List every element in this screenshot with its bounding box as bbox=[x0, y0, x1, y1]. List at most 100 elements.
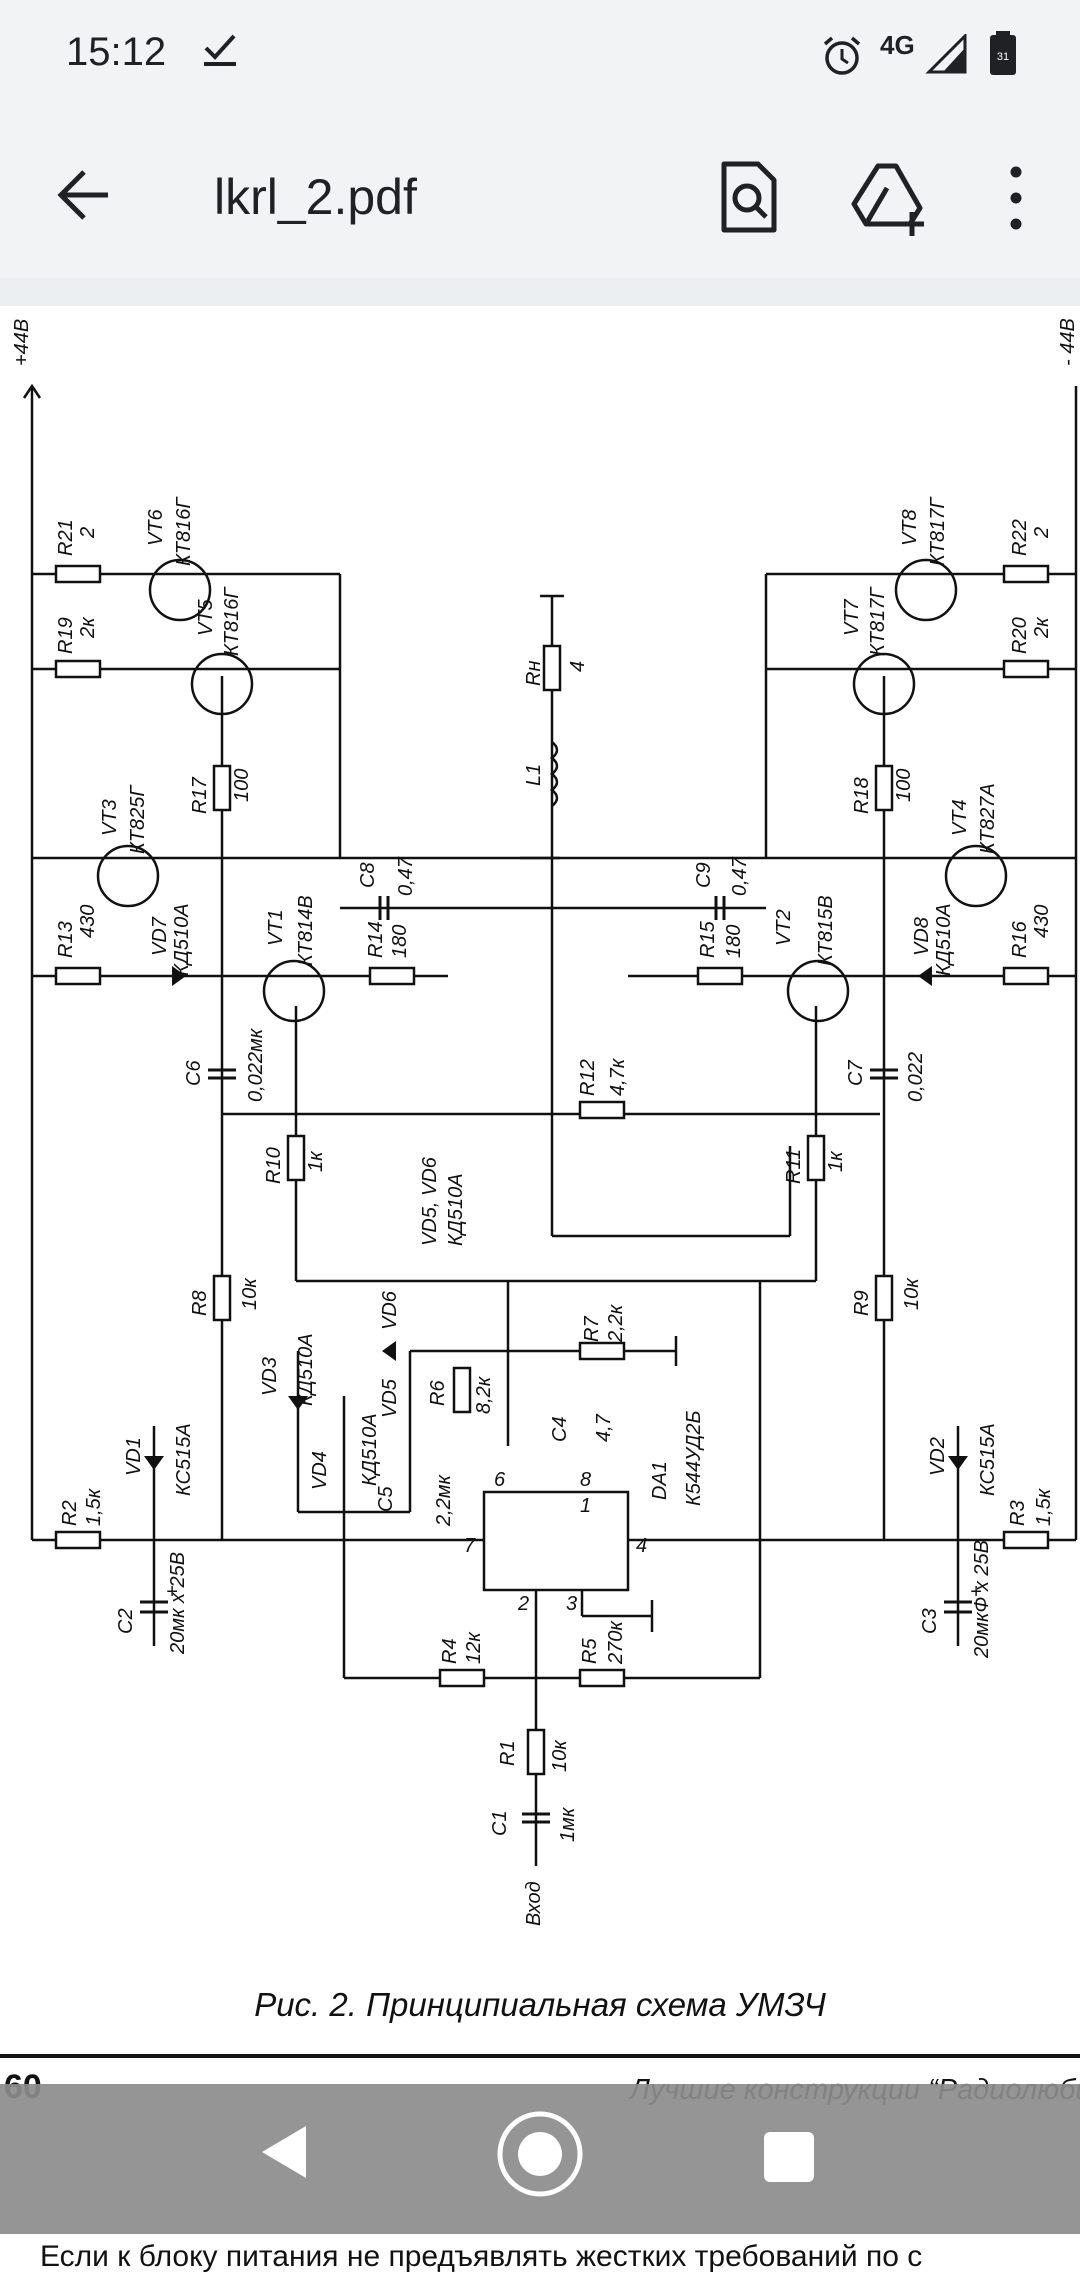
network-type: 4G bbox=[880, 30, 915, 60]
label-vd8-type: КД510А bbox=[933, 903, 955, 976]
label-r4-value: 12к bbox=[463, 1631, 485, 1664]
label-r5-value: 270к bbox=[605, 1620, 627, 1665]
label-r17-value: 100 bbox=[231, 769, 253, 802]
label-vt5: VT5 bbox=[195, 598, 217, 636]
label-c6: C6 bbox=[183, 1060, 205, 1086]
label-vt2-type: КТ815В bbox=[815, 895, 837, 966]
more-options-icon[interactable] bbox=[996, 160, 1036, 236]
status-bar: 15:12 4G 31 bbox=[0, 0, 1080, 110]
label-vd2: VD2 bbox=[927, 1437, 949, 1476]
label-vd7: VD7 bbox=[149, 916, 171, 956]
label-r15: R15 bbox=[697, 920, 719, 958]
label-r20-value: 2к bbox=[1031, 616, 1053, 639]
label-r15-value: 180 bbox=[723, 925, 745, 958]
label-input: Вход bbox=[523, 1881, 545, 1926]
label-r2: R2 bbox=[59, 1500, 81, 1526]
label-vd8: VD8 bbox=[911, 917, 933, 956]
label-r19-value: 2к bbox=[77, 616, 99, 639]
label-r8: R8 bbox=[189, 1290, 211, 1316]
label-vd2-type: КС515А bbox=[977, 1423, 999, 1496]
label-r11: R11 bbox=[783, 1149, 805, 1184]
search-in-document-icon[interactable] bbox=[714, 160, 784, 236]
label-c9-value: 0,47 bbox=[729, 856, 751, 896]
label-pin2: 2 bbox=[517, 1593, 529, 1615]
label-r10-value: 1к bbox=[305, 1150, 327, 1172]
label-r21: R21 bbox=[55, 519, 77, 556]
label-pin1: 1 bbox=[580, 1495, 591, 1517]
label-c2-value: 20мк х 25В bbox=[167, 1552, 189, 1655]
label-pin7: 7 bbox=[464, 1535, 476, 1557]
label-r20: R20 bbox=[1009, 617, 1031, 654]
label-vd1-type: КС515А bbox=[173, 1423, 195, 1496]
pdf-page[interactable]: +44В - 44В R21 2 R19 2к R22 2 R20 2к VT6… bbox=[0, 306, 1080, 2082]
figure-caption: Рис. 2. Принципиальная схема УМЗЧ bbox=[254, 1986, 826, 2023]
label-r12-value: 4,7к bbox=[607, 1057, 629, 1096]
label-r3-value: 1,5к bbox=[1033, 1487, 1055, 1526]
label-vt6: VT6 bbox=[145, 508, 167, 546]
label-r16: R16 bbox=[1009, 920, 1031, 958]
label-c3-plus: + bbox=[970, 1581, 982, 1603]
label-vd7-type: КД510А bbox=[171, 903, 193, 976]
app-bar: lkrl_2.pdf bbox=[0, 110, 1080, 279]
label-rn-value: 4 bbox=[567, 661, 589, 672]
nav-back-icon[interactable] bbox=[258, 2124, 308, 2180]
label-vt1-type: КТ814В bbox=[295, 895, 317, 966]
label-c3-value: 20мкФ х 25В bbox=[971, 1540, 993, 1659]
add-to-drive-icon[interactable] bbox=[850, 160, 930, 236]
label-c9: C9 bbox=[693, 862, 715, 888]
label-da1-type: К544УД2Б bbox=[683, 1411, 705, 1507]
label-r1-value: 10к bbox=[549, 1739, 571, 1772]
label-vt8-type: КТ817Г bbox=[927, 496, 949, 566]
label-r14-value: 180 bbox=[389, 925, 411, 958]
nav-recents-icon[interactable] bbox=[764, 2132, 814, 2182]
label-c7-value: 0,022 bbox=[905, 1052, 927, 1102]
label-vt3-type: КТ825Г bbox=[127, 784, 149, 854]
label-vd4: VD4 bbox=[309, 1451, 331, 1490]
label-r4: R4 bbox=[439, 1638, 461, 1664]
label-r19: R19 bbox=[55, 617, 77, 654]
label-r3: R3 bbox=[1007, 1500, 1029, 1526]
label-pin8: 8 bbox=[580, 1469, 591, 1491]
label-r22: R22 bbox=[1009, 519, 1031, 556]
label-r8-value: 10к bbox=[239, 1277, 261, 1310]
nav-home-icon[interactable] bbox=[494, 2108, 586, 2200]
label-c4-value: 4,7 bbox=[593, 1413, 615, 1442]
label-c7: C7 bbox=[845, 1060, 867, 1086]
label-r13: R13 bbox=[55, 921, 77, 958]
label-r6-value: 8,2к bbox=[473, 1375, 495, 1414]
label-r16-value: 430 bbox=[1031, 905, 1053, 938]
label-r2-value: 1,5к bbox=[83, 1487, 105, 1526]
label-c4: C4 bbox=[549, 1416, 571, 1442]
label-r9-value: 10к bbox=[901, 1277, 923, 1310]
label-vt4: VT4 bbox=[949, 799, 971, 836]
label-r11-value: 1к bbox=[825, 1150, 847, 1172]
page-footer-rule bbox=[0, 2054, 1080, 2058]
label-r10: R10 bbox=[263, 1147, 285, 1184]
label-vt5-type: КТ816Г bbox=[221, 586, 243, 656]
label-r5: R5 bbox=[579, 1638, 601, 1664]
page-gap bbox=[0, 278, 1080, 306]
label-r17: R17 bbox=[189, 776, 211, 814]
back-arrow-icon[interactable] bbox=[50, 160, 120, 230]
document-title: lkrl_2.pdf bbox=[214, 169, 417, 225]
label-r6: R6 bbox=[427, 1380, 449, 1406]
label-minus44: - 44В bbox=[1057, 318, 1079, 366]
label-c1: C1 bbox=[489, 1810, 511, 1836]
label-pin3: 3 bbox=[566, 1593, 577, 1615]
label-c2: C2 bbox=[115, 1608, 137, 1634]
label-vd5-vd6-type: КД510А bbox=[445, 1173, 467, 1246]
label-r22-value: 2 bbox=[1031, 527, 1053, 539]
battery-level: 31 bbox=[997, 51, 1009, 63]
label-c5: C5 bbox=[375, 1486, 397, 1512]
label-c5-value: 2,2мк bbox=[433, 1473, 455, 1527]
label-vt7: VT7 bbox=[841, 598, 863, 636]
label-c2-plus: + bbox=[166, 1581, 178, 1603]
label-vt7-type: КТ817Г bbox=[867, 586, 889, 656]
label-vd3-type: КД510А bbox=[295, 1333, 317, 1406]
label-vt3: VT3 bbox=[99, 799, 121, 836]
status-time: 15:12 bbox=[66, 30, 167, 74]
download-done-icon bbox=[204, 34, 236, 66]
label-vd5: VD5 bbox=[379, 1378, 401, 1418]
label-vd5-vd6: VD5, VD6 bbox=[419, 1156, 441, 1246]
label-pin4: 4 bbox=[636, 1535, 647, 1557]
